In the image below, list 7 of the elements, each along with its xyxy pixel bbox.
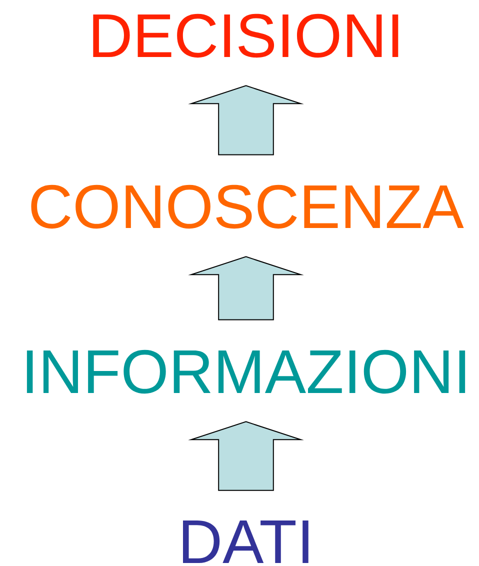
block-arrow xyxy=(188,85,304,156)
level-label: DECISIONI xyxy=(93,14,398,58)
level-label: DATI xyxy=(183,520,308,563)
block-arrow xyxy=(188,256,304,320)
block-arrow xyxy=(188,421,304,491)
level-label: CONOSCENZA xyxy=(31,184,464,229)
level-label: INFORMAZIONI xyxy=(26,350,466,394)
